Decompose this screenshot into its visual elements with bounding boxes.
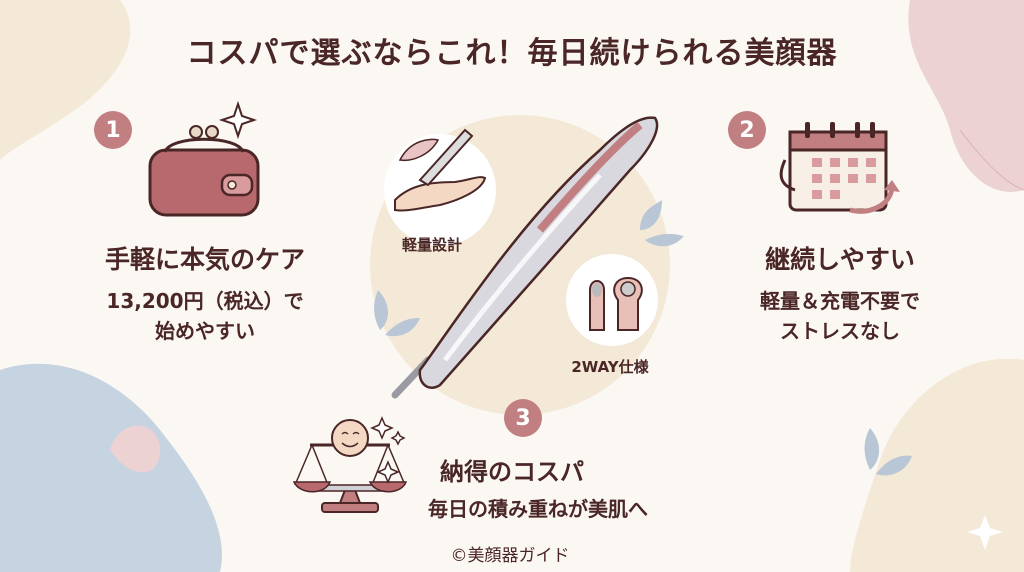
two-way-heads-icon [589, 276, 643, 331]
feature-2-line-2: ストレスなし [780, 319, 900, 343]
sparkle-icon [967, 515, 1003, 550]
feature-1-heading: 手軽に本気のケア [104, 245, 305, 274]
hand-feather-icon [394, 128, 487, 212]
light-design-label: 軽量設計 [401, 236, 462, 254]
feature-badge-2: 2 [728, 111, 766, 149]
purse-icon [148, 100, 260, 217]
two-way-label: 2WAY仕様 [571, 358, 649, 376]
feature-badge-1: 1 [94, 111, 132, 149]
calendar-icon [779, 122, 900, 214]
feature-2-heading: 継続しやすい [765, 245, 915, 274]
page-title: コスパで選ぶならこれ！毎日続けられる美顔器 [186, 36, 838, 71]
facial-device-illustration [391, 116, 659, 399]
feature-1-line-2: 始めやすい [155, 319, 255, 343]
feature-3-line-1: 毎日の積み重ねが美肌へ [428, 497, 648, 521]
feature-3-heading: 納得のコスパ [440, 458, 584, 486]
leaf-icons [374, 200, 912, 476]
balance-scale-icon [292, 416, 408, 513]
copyright-footer: ©美顔器ガイド [450, 546, 570, 566]
feature-badge-3: 3 [504, 399, 542, 437]
feature-2-line-1: 軽量＆充電不要で [760, 289, 920, 313]
feature-1-line-1: 13,200円（税込）で [106, 289, 304, 313]
